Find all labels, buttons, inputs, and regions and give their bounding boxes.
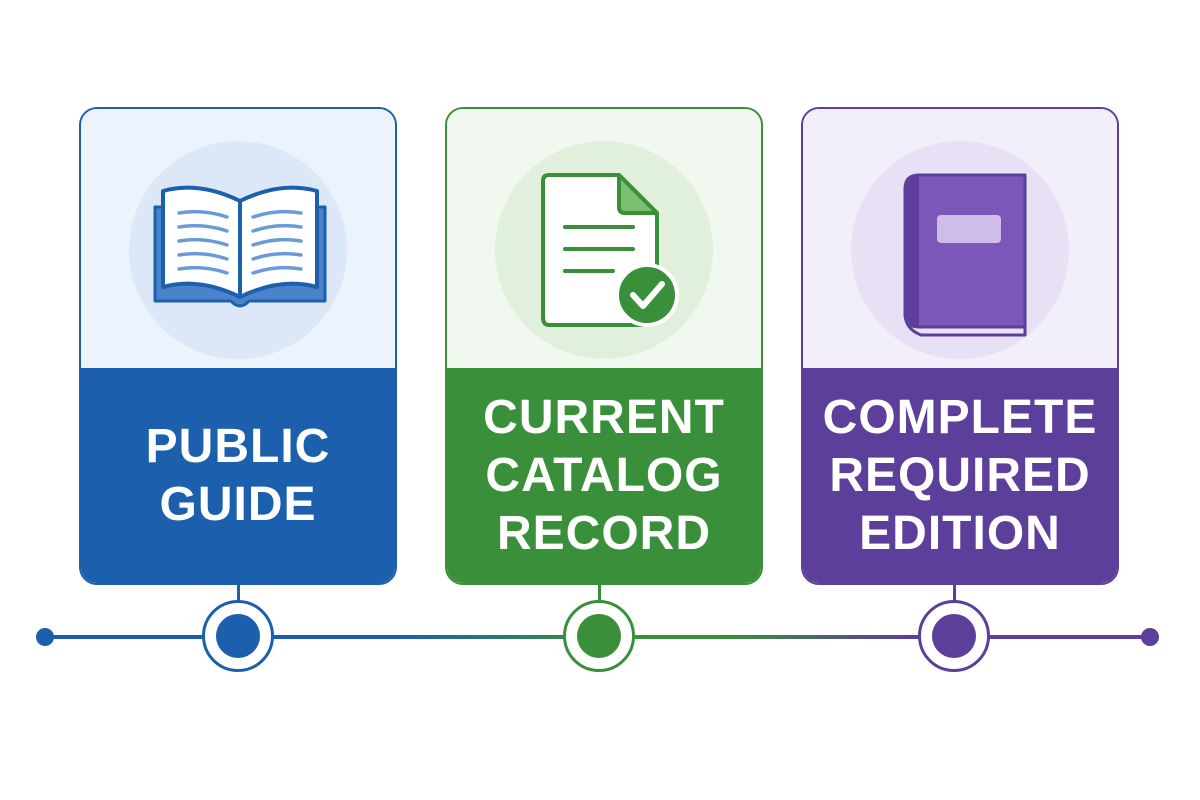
timeline-start-dot <box>36 628 54 646</box>
card-label: PUBLIC GUIDE <box>145 419 331 531</box>
card-illustration-area <box>803 109 1117 368</box>
card-current-catalog-record: CURRENT CATALOG RECORD <box>445 107 763 585</box>
card-complete-required-edition: COMPLETE REQUIRED EDITION <box>801 107 1119 585</box>
card-label-area: COMPLETE REQUIRED EDITION <box>803 368 1117 583</box>
card-label-area: CURRENT CATALOG RECORD <box>447 368 761 583</box>
timeline-node-dot <box>216 614 260 658</box>
card-label: COMPLETE REQUIRED EDITION <box>822 390 1098 560</box>
timeline-node-dot <box>577 614 621 658</box>
timeline-node-public-guide <box>202 600 274 672</box>
timeline-end-dot <box>1141 628 1159 646</box>
card-illustration-area <box>81 109 395 368</box>
timeline-node-dot <box>932 614 976 658</box>
card-label-area: PUBLIC GUIDE <box>81 368 395 583</box>
timeline-node-complete-required-edition <box>918 600 990 672</box>
timeline-node-current-catalog-record <box>563 600 635 672</box>
card-illustration-area <box>447 109 761 368</box>
card-label: CURRENT CATALOG RECORD <box>483 390 725 560</box>
open-book-icon <box>153 185 327 308</box>
card-public-guide: PUBLIC GUIDE <box>79 107 397 585</box>
document-check-icon <box>541 173 679 327</box>
closed-book-icon <box>903 173 1027 337</box>
